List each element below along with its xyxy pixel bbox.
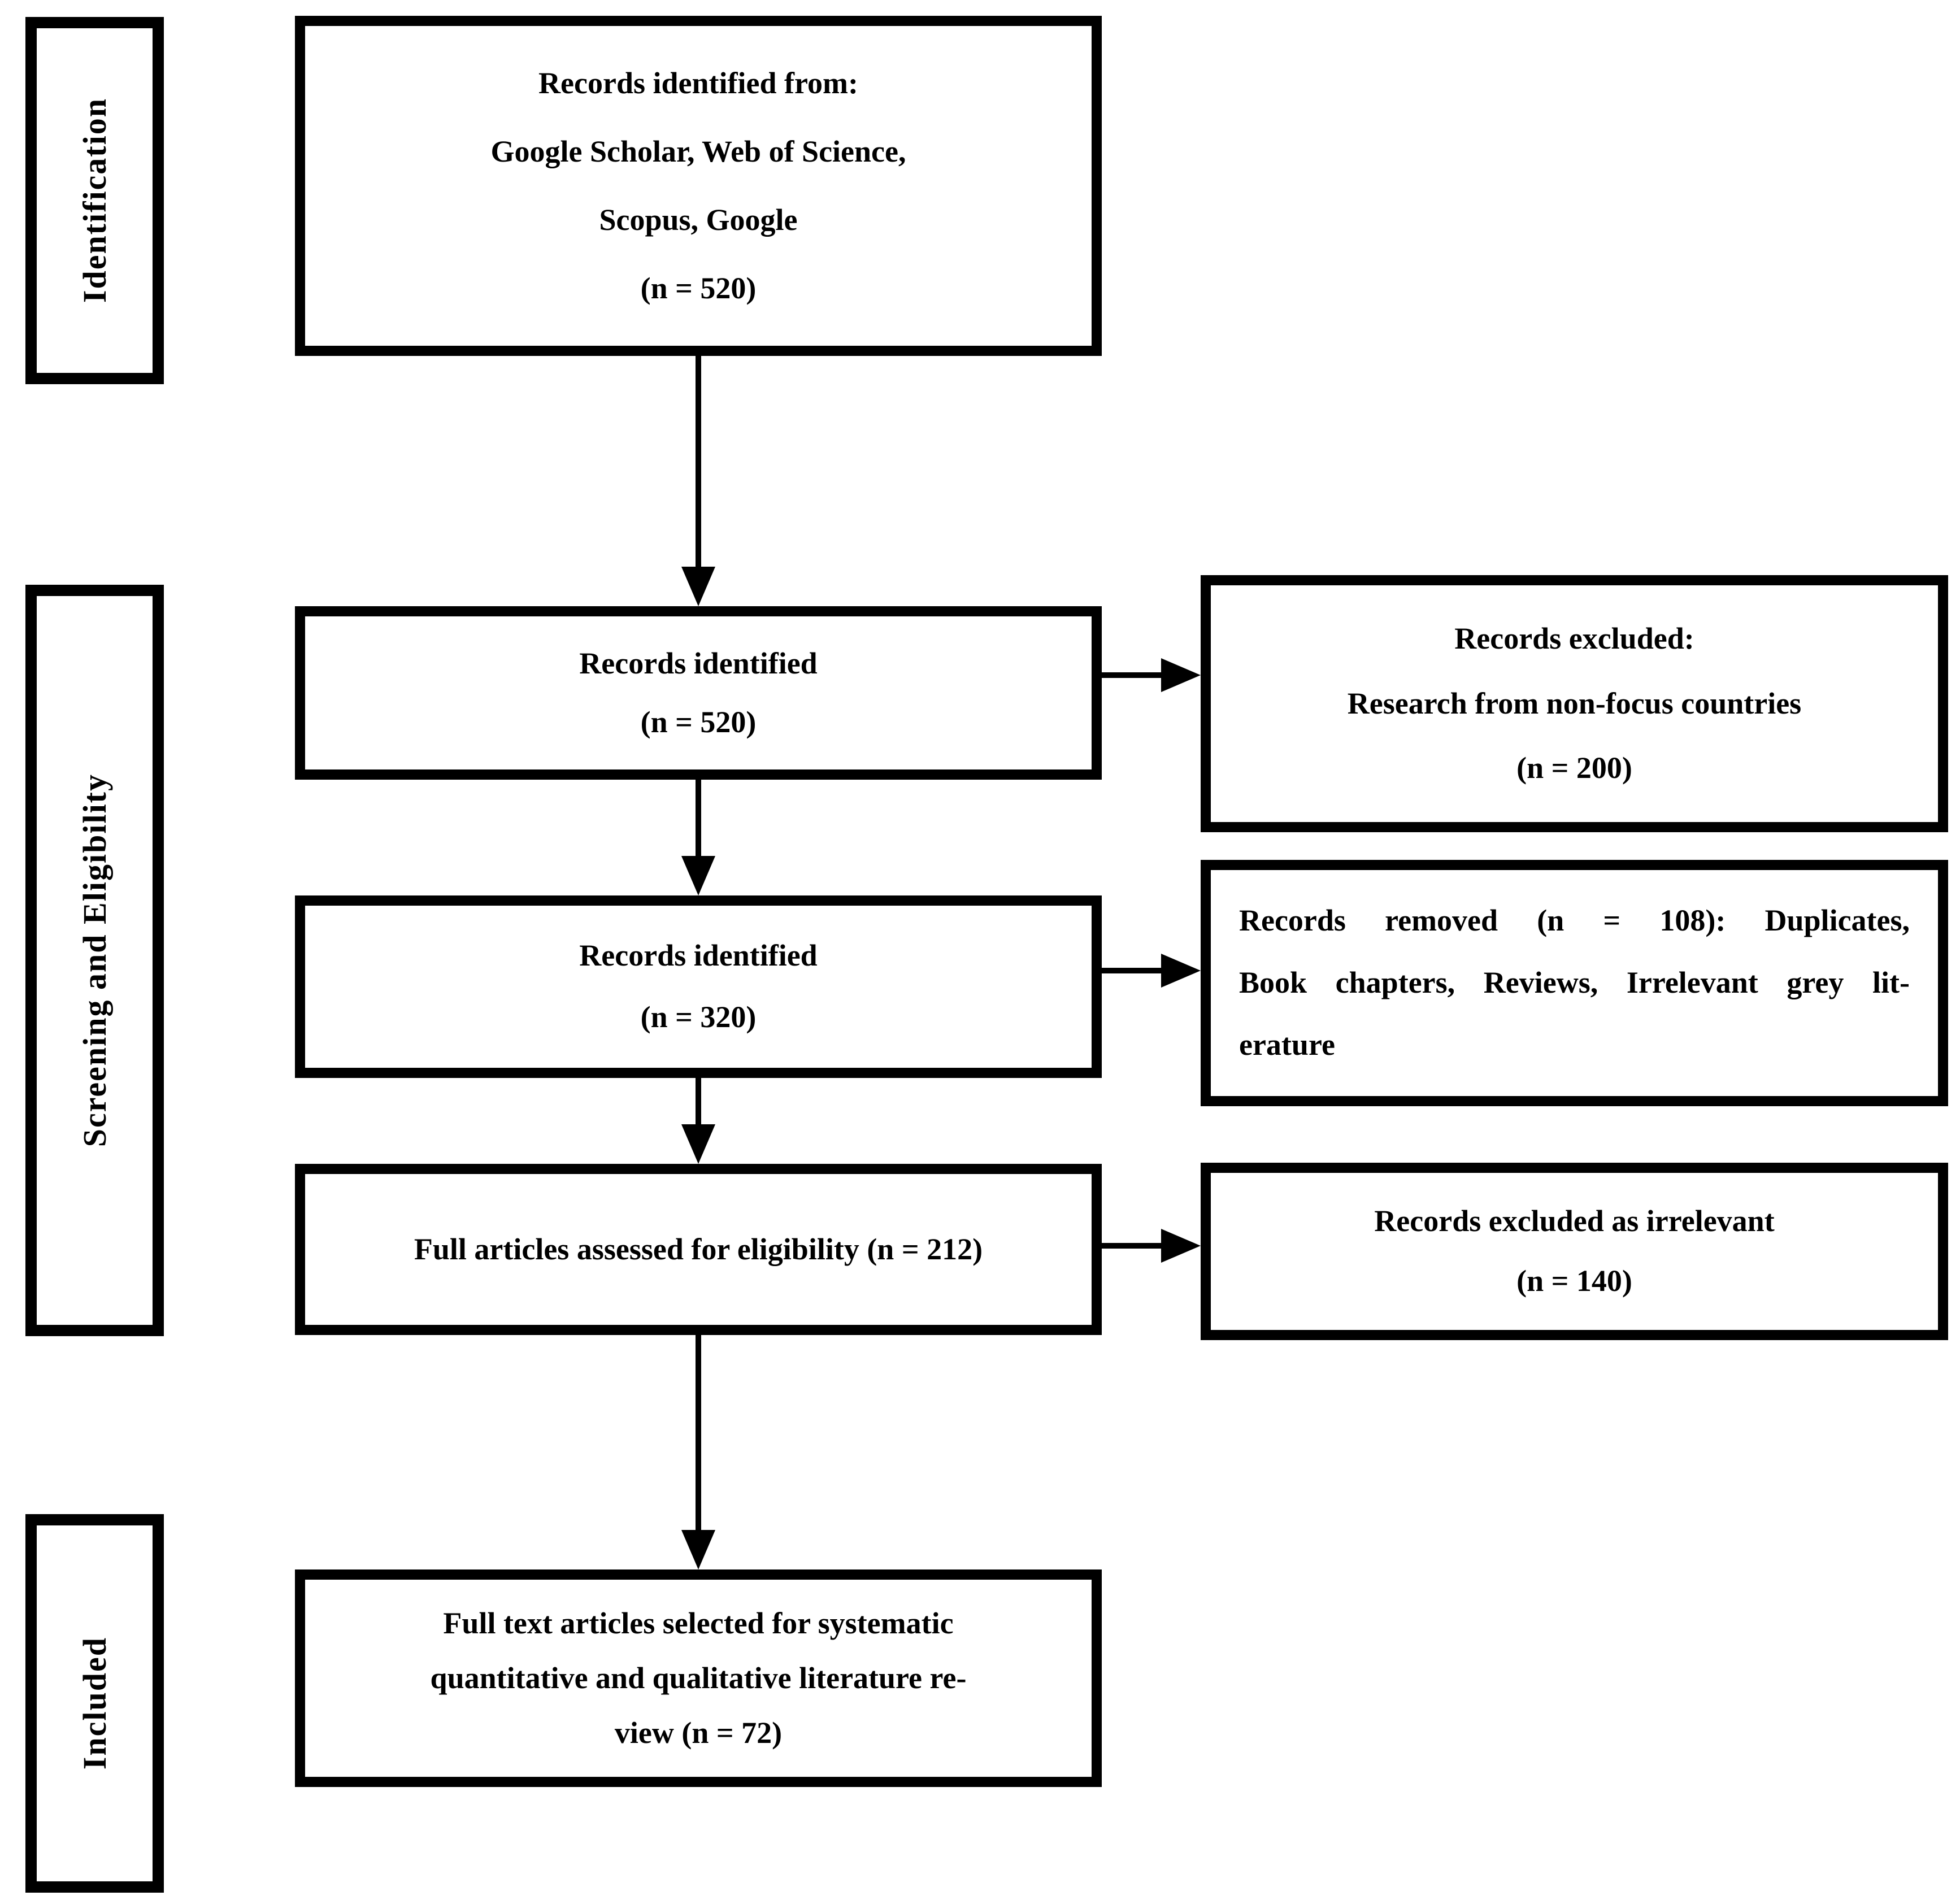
text-line: Full articles assessed for eligibility (… xyxy=(414,1232,983,1266)
arrow-line xyxy=(696,356,701,569)
text-line: Records excluded as irrelevant xyxy=(1374,1204,1775,1238)
arrow-down-icon xyxy=(681,567,715,606)
text-line: Book chapters, Reviews, Irrelevant grey … xyxy=(1239,966,1910,1000)
stage-label-screening-eligibility: Screening and Eligibility xyxy=(76,773,113,1147)
text-line: (n = 200) xyxy=(1516,751,1632,785)
text-line: Records identified xyxy=(579,938,818,973)
text-line: (n = 320) xyxy=(640,1000,757,1034)
records-identified-520-box: Records identified (n = 520) xyxy=(295,606,1102,780)
arrow-line xyxy=(1101,968,1164,973)
arrow-line xyxy=(1101,672,1164,678)
arrow-right-icon xyxy=(1161,1229,1201,1263)
text-line: view (n = 72) xyxy=(614,1715,783,1750)
arrow-down-icon xyxy=(681,1124,715,1164)
text-line: Scopus, Google xyxy=(599,202,798,237)
records-excluded-irrelevant-box: Records excluded as irrelevant (n = 140) xyxy=(1201,1163,1948,1340)
text-line: (n = 520) xyxy=(640,271,757,305)
text-line: erature xyxy=(1239,1028,1335,1062)
text-line: Google Scholar, Web of Science, xyxy=(490,134,906,168)
records-identified-from-box: Records identified from: Google Scholar,… xyxy=(295,16,1102,356)
text-line: Full text articles selected for systemat… xyxy=(443,1606,954,1640)
full-articles-assessed-box: Full articles assessed for eligibility (… xyxy=(295,1164,1102,1335)
arrow-right-icon xyxy=(1161,658,1201,692)
arrow-line xyxy=(1101,1243,1164,1249)
text-line: Records excluded: xyxy=(1454,621,1694,656)
text-line: (n = 520) xyxy=(640,705,757,739)
text-line: Records identified from: xyxy=(538,66,858,100)
full-text-selected-box: Full text articles selected for systemat… xyxy=(295,1569,1102,1787)
arrow-down-icon xyxy=(681,1530,715,1569)
arrow-line xyxy=(696,1078,701,1127)
text-line: quantitative and qualitative literature … xyxy=(430,1660,967,1695)
stage-label-identification: Identification xyxy=(76,98,113,303)
text-line: (n = 140) xyxy=(1516,1264,1632,1298)
arrow-line xyxy=(696,1335,701,1533)
text-line: Records removed (n = 108): Duplicates, xyxy=(1239,903,1910,938)
text-line: Records identified xyxy=(579,646,818,680)
text-line: Research from non-focus countries xyxy=(1347,686,1802,720)
records-excluded-non-focus-box: Records excluded: Research from non-focu… xyxy=(1201,575,1948,832)
arrow-down-icon xyxy=(681,856,715,895)
stage-box-screening-eligibility: Screening and Eligibility xyxy=(25,585,164,1336)
records-identified-320-box: Records identified (n = 320) xyxy=(295,895,1102,1078)
records-removed-box: Records removed (n = 108): Duplicates, B… xyxy=(1201,860,1948,1106)
stage-label-included: Included xyxy=(76,1637,113,1770)
arrow-line xyxy=(696,780,701,859)
stage-box-identification: Identification xyxy=(25,17,164,384)
stage-box-included: Included xyxy=(25,1514,164,1893)
arrow-right-icon xyxy=(1161,954,1201,988)
